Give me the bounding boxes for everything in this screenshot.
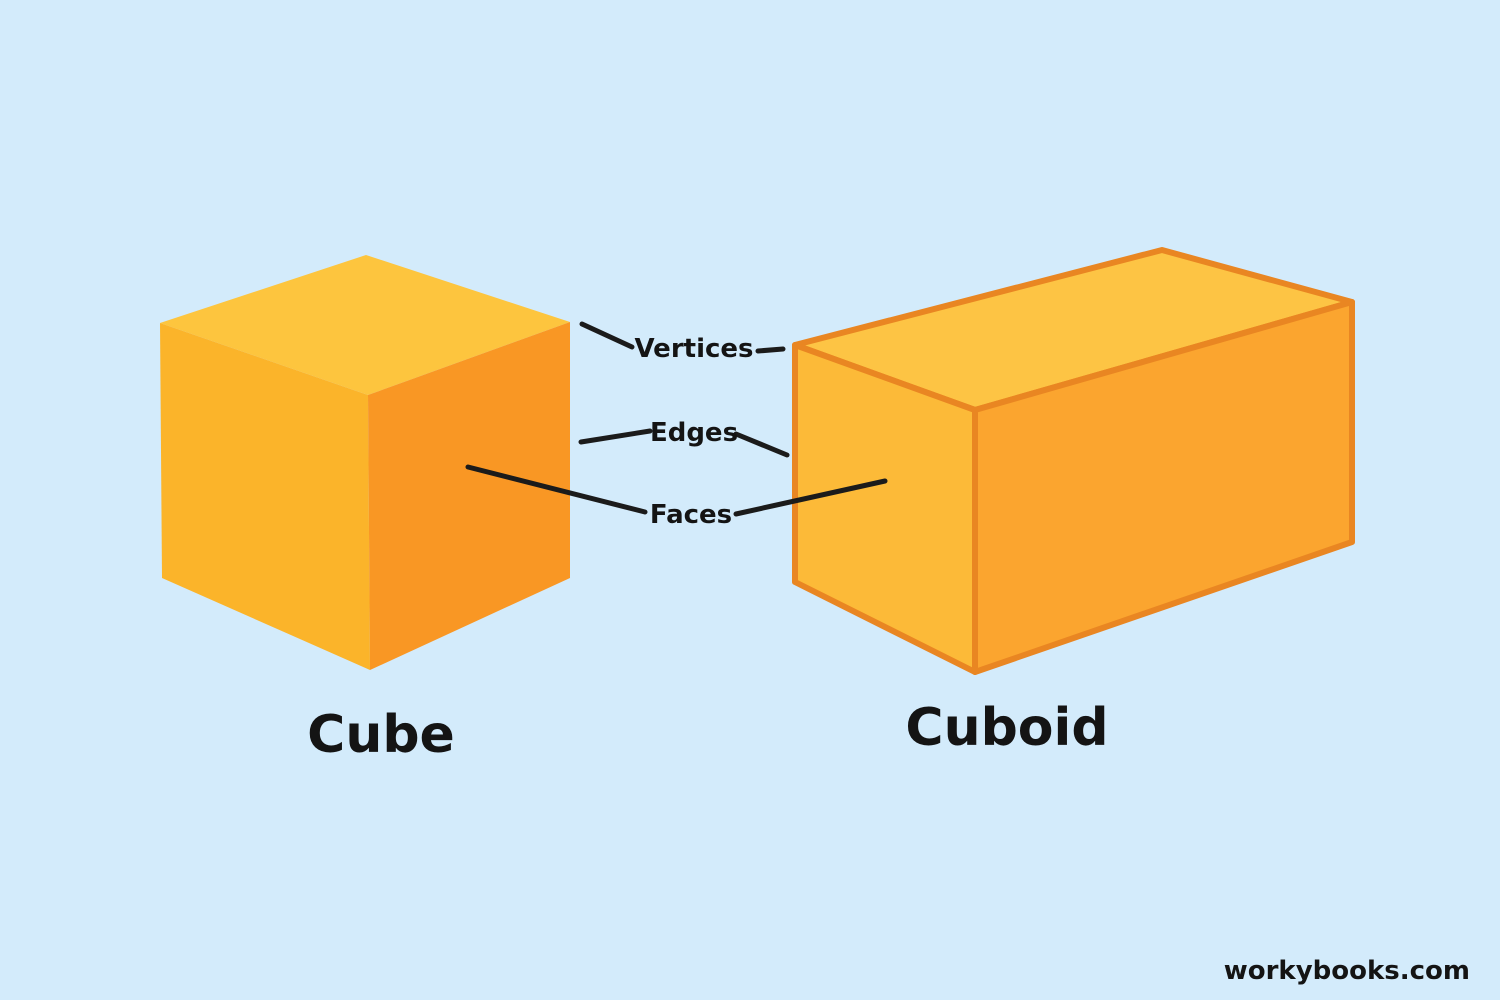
cube-right-face — [368, 322, 570, 670]
faces-label: Faces — [650, 500, 732, 530]
faces-leader-cuboid — [733, 478, 888, 517]
vertices-leader-cube — [579, 321, 635, 350]
cuboid-side-face — [972, 299, 1355, 675]
cube-shape — [160, 255, 570, 670]
cube-title: Cube — [307, 705, 455, 765]
cube-left-face — [160, 323, 370, 670]
vertices-label: Vertices — [634, 334, 753, 364]
cuboid-shape — [792, 247, 1355, 675]
site-watermark[interactable]: workybooks.com — [1224, 956, 1470, 986]
edges-label: Edges — [650, 418, 738, 448]
vertices-leader-cuboid — [755, 346, 786, 354]
edges-leader-cuboid — [733, 431, 790, 458]
cube-top-face — [160, 255, 570, 395]
leader-lines — [465, 321, 888, 517]
faces-leader-cube — [465, 464, 648, 515]
edges-leader-cube — [578, 428, 653, 445]
cuboid-title: Cuboid — [905, 698, 1108, 758]
